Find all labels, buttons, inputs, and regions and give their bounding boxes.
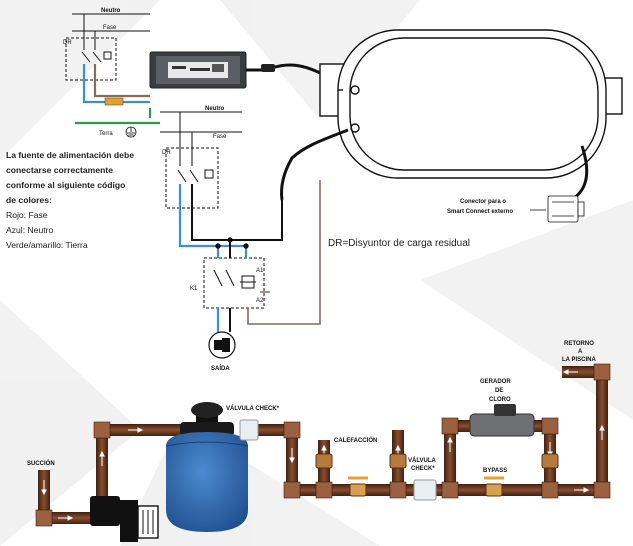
label-valvula-check-top: VÁLVULA CHECK* xyxy=(226,405,280,412)
wire-blue-top xyxy=(82,64,150,104)
flow-arrows xyxy=(41,369,605,521)
check-valve-bottom xyxy=(413,479,437,501)
cable-connector xyxy=(261,64,275,72)
label-dr-top: DR xyxy=(63,40,72,46)
label-a1: A1 xyxy=(256,268,264,274)
label-dr-mid: DR xyxy=(162,150,171,156)
control-unit xyxy=(319,29,623,179)
label-a2: A2 xyxy=(256,298,264,304)
wire-green-earth xyxy=(75,108,160,125)
label-connector-2: Smart Connect externo xyxy=(447,209,513,215)
label-generador-2: DE xyxy=(495,388,503,394)
pool-pump xyxy=(90,496,159,542)
power-note-line1: La fuente de alimentación debe xyxy=(6,150,134,160)
cable-to-pump xyxy=(280,128,349,201)
top-breaker-wiring xyxy=(65,13,150,81)
smart-connect-plug-icon xyxy=(547,195,585,223)
label-valvula-2: CHECK* xyxy=(411,466,435,472)
label-bypass: BYPASS xyxy=(483,468,507,474)
dr-note: DR=Disyuntor de carga residual xyxy=(328,238,470,249)
label-retorno-1: RETORNO xyxy=(564,341,594,347)
power-note-line3: conforme al siguiente código xyxy=(6,180,126,190)
power-note: La fuente de alimentación debe conectars… xyxy=(6,148,162,253)
label-connector-1: Conector para o xyxy=(460,199,506,205)
mid-breaker-wiring xyxy=(160,111,265,309)
label-generador-1: GERADOR xyxy=(480,379,511,385)
ground-symbol-icon xyxy=(125,126,137,138)
heater-valves xyxy=(315,453,559,469)
chlorine-generator xyxy=(469,404,535,437)
power-supply xyxy=(149,51,247,89)
pipe-fittings xyxy=(35,363,611,527)
label-fase-top: Fase xyxy=(103,25,117,31)
power-note-line4: de colores: xyxy=(6,195,52,205)
check-valve-top xyxy=(239,419,259,441)
wire-brown-control xyxy=(247,180,321,325)
wire-blue-mid xyxy=(178,184,248,258)
cable-psu-output xyxy=(246,63,346,86)
power-note-azul: Azul: Neutro xyxy=(6,225,54,235)
label-calefaccion: CALEFACCIÓN xyxy=(334,436,377,444)
label-neutro-top: Neutro xyxy=(101,8,121,14)
terminal-block xyxy=(104,97,124,106)
power-note-verde: Verde/amarillo: Tierra xyxy=(6,240,88,250)
label-succion: SUCCIÓN xyxy=(27,459,55,467)
power-note-line2: conectarse correctamente xyxy=(6,165,113,175)
label-neutro-mid: Neutro xyxy=(205,106,225,112)
label-valvula-1: VÁLVULA xyxy=(408,457,437,464)
label-retorno-3: LA PISCINA xyxy=(562,357,596,363)
sand-filter xyxy=(165,402,249,532)
label-fase-mid: Fase xyxy=(213,134,227,140)
label-k1: K1 xyxy=(190,286,198,292)
pump-motor-icon xyxy=(208,331,236,359)
label-salida: SAÍDA xyxy=(211,364,230,372)
label-generador-3: CLORO xyxy=(489,397,511,403)
ball-valves xyxy=(348,476,504,497)
power-note-rojo: Rojo: Fase xyxy=(6,210,48,220)
contactor-switches xyxy=(213,237,249,287)
label-tierra: Terra xyxy=(99,131,113,137)
wire-black-mid xyxy=(191,184,283,258)
wire-brown-top xyxy=(93,64,150,98)
label-retorno-2: A xyxy=(578,349,583,355)
